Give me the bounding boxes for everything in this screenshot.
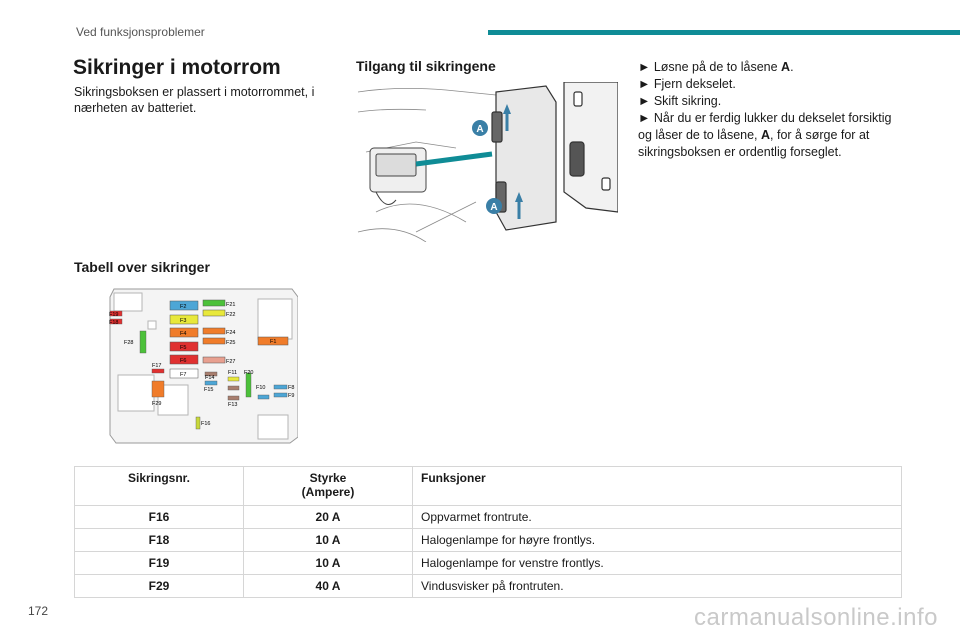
lock-a-label-bottom: A [490, 202, 497, 213]
instruction-steps: ► Løsne på de to låsene A. ► Fjern dekse… [638, 59, 908, 161]
svg-text:F2: F2 [180, 304, 186, 310]
access-heading: Tilgang til sikringene [356, 58, 496, 74]
cell-amperage: 10 A [243, 551, 413, 575]
cell-function: Halogenlampe for venstre frontlys. [412, 551, 902, 575]
watermark: carmanualsonline.info [694, 604, 938, 631]
lock-a-label-top: A [476, 124, 483, 135]
table-row: F19 10 A Halogenlampe for venstre frontl… [74, 551, 902, 575]
svg-text:F8: F8 [288, 385, 294, 391]
svg-text:F4: F4 [180, 331, 186, 337]
table-header-row: Sikringsnr. Styrke (Ampere) Funksjoner [74, 466, 902, 506]
svg-text:F22: F22 [226, 312, 235, 318]
svg-text:F25: F25 [226, 340, 235, 346]
cell-fuse-number: F19 [74, 551, 244, 575]
cell-fuse-number: F18 [74, 528, 244, 552]
step-2: ► Fjern dekselet. [638, 77, 736, 91]
svg-text:F1: F1 [270, 339, 276, 345]
svg-text:F17: F17 [152, 363, 161, 369]
svg-text:F28: F28 [124, 340, 133, 346]
fuse-access-illustration: A A [357, 82, 618, 242]
svg-text:F14: F14 [205, 375, 214, 381]
step-3: ► Skift sikring. [638, 94, 722, 108]
fuse-table: Sikringsnr. Styrke (Ampere) Funksjoner F… [74, 466, 902, 598]
intro-text: Sikringsboksen er plassert i motorrommet… [74, 85, 315, 115]
svg-text:F10: F10 [256, 385, 265, 391]
svg-text:F15: F15 [204, 387, 213, 393]
svg-text:F29: F29 [152, 401, 161, 407]
svg-text:F19: F19 [109, 312, 118, 318]
table-row: F18 10 A Halogenlampe for høyre frontlys… [74, 528, 902, 552]
cell-amperage: 40 A [243, 574, 413, 598]
header-accent-bar [488, 30, 960, 35]
svg-text:F20: F20 [244, 370, 253, 376]
svg-text:F3: F3 [180, 318, 186, 324]
svg-text:F24: F24 [226, 330, 235, 336]
svg-text:F6: F6 [180, 358, 186, 364]
cell-function: Oppvarmet frontrute. [412, 505, 902, 529]
cell-fuse-number: F16 [74, 505, 244, 529]
section-header: Ved funksjonsproblemer [76, 25, 205, 39]
step-4: ► Når du er ferdig lukker du dekselet fo… [638, 111, 892, 159]
svg-text:F13: F13 [228, 402, 237, 408]
svg-text:F16: F16 [201, 421, 210, 427]
step-1: ► Løsne på de to låsene A. [638, 60, 794, 74]
fuse-table-heading: Tabell over sikringer [74, 259, 210, 275]
svg-text:F27: F27 [226, 359, 235, 365]
page-title: Sikringer i motorrom [73, 56, 281, 79]
col-header-functions: Funksjoner [412, 466, 902, 506]
col-header-number: Sikringsnr. [74, 466, 244, 506]
table-row: F29 40 A Vindusvisker på frontruten. [74, 574, 902, 598]
cell-amperage: 10 A [243, 528, 413, 552]
svg-text:F5: F5 [180, 345, 186, 351]
svg-text:F9: F9 [288, 393, 294, 399]
table-row: F16 20 A Oppvarmet frontrute. [74, 505, 902, 529]
svg-text:F11: F11 [228, 370, 237, 376]
page-number: 172 [28, 604, 49, 618]
fuse-box-diagram: F2 F21 F22 F19 F18 F3 F4 F24 F1 F28 F25 … [109, 288, 298, 444]
cell-function: Vindusvisker på frontruten. [412, 574, 902, 598]
svg-text:F7: F7 [180, 372, 186, 378]
lock-a-marker-bottom [486, 198, 502, 214]
svg-text:F18: F18 [109, 320, 118, 326]
fuse-box-shape [369, 147, 427, 205]
svg-text:F21: F21 [226, 302, 235, 308]
cell-function: Halogenlampe for høyre frontlys. [412, 528, 902, 552]
lock-a-marker-top [472, 120, 488, 136]
cell-amperage: 20 A [243, 505, 413, 529]
cell-fuse-number: F29 [74, 574, 244, 598]
col-header-amperage: Styrke (Ampere) [243, 466, 413, 506]
